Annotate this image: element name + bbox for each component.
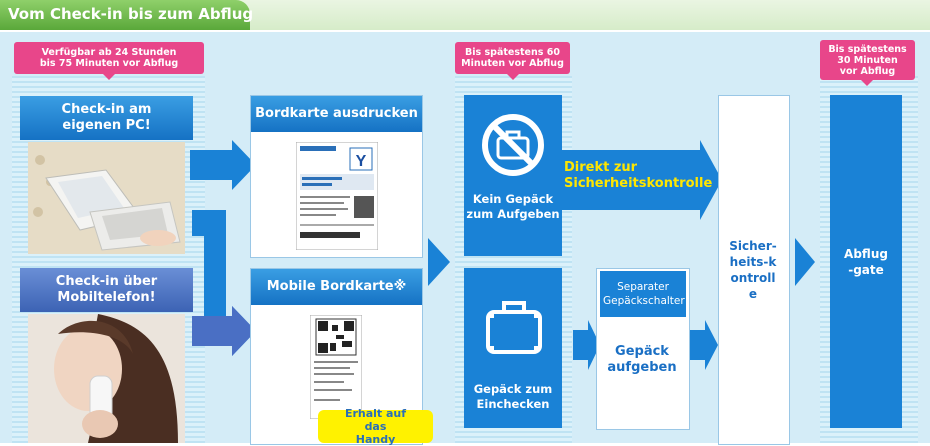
- no-baggage-label: Kein Gepäck zum Aufgeben: [466, 192, 560, 221]
- departure-gate-box: [830, 95, 902, 428]
- drop-baggage-label: Gepäck aufgeben: [607, 344, 677, 375]
- gate-timing-badge: Bis spätestens 30 Minuten vor Abflug: [820, 40, 915, 80]
- printed-boarding-pass-icon: Y: [295, 141, 379, 251]
- arrow-security-to-gate: [795, 238, 815, 286]
- suitcase-icon: [484, 298, 544, 358]
- mobile-boarding-title: Mobile Bordkarte※: [251, 269, 422, 305]
- with-baggage-label: Gepäck zum Einchecken: [473, 382, 553, 411]
- print-boarding-title: Bordkarte ausdrucken: [251, 96, 422, 132]
- with-baggage-box: [464, 268, 562, 428]
- separate-counter-title: Separater Gepäckschalter: [600, 271, 686, 317]
- security-check-label: Sicher-heits-kontrolle: [729, 239, 777, 301]
- checkin-timing-badge: Verfügbar ab 24 Stunden bis 75 Minuten v…: [14, 42, 204, 74]
- receive-on-phone-badge: Erhalt auf das Handy: [318, 407, 433, 446]
- checkin-mobile-title: Check-in über Mobiltelefon!: [20, 268, 193, 312]
- mobile-boarding-pass-icon: [309, 314, 363, 420]
- laptop-photo: [28, 142, 185, 254]
- arrow-to-baggage-stage: [428, 238, 450, 286]
- direct-security-label: Direkt zur Sicherheitskontrolle: [564, 160, 713, 191]
- gate-badge-pointer: [860, 79, 874, 86]
- arrow-pc-to-print: [190, 140, 256, 190]
- arrow-direct-security: [560, 140, 722, 220]
- baggage-badge-pointer: [506, 73, 520, 80]
- no-baggage-icon: [480, 112, 546, 178]
- checkin-badge-pointer: [102, 73, 116, 80]
- arrow-to-counter: [573, 320, 600, 370]
- page-title: Vom Check-in bis zum Abflug: [8, 5, 254, 23]
- header-tab: [0, 0, 250, 30]
- svg-text:Y: Y: [356, 153, 367, 170]
- security-check-box: [718, 95, 790, 445]
- departure-gate-label: Abflug-gate: [844, 247, 888, 277]
- checkin-pc-title: Check-in am eigenen PC!: [20, 96, 193, 140]
- woman-phone-photo: [28, 314, 185, 443]
- arrow-mobile-to-mobilecard: [192, 306, 256, 356]
- arrow-counter-to-security: [688, 320, 718, 370]
- baggage-timing-badge: Bis spätestens 60 Minuten vor Abflug: [455, 42, 570, 74]
